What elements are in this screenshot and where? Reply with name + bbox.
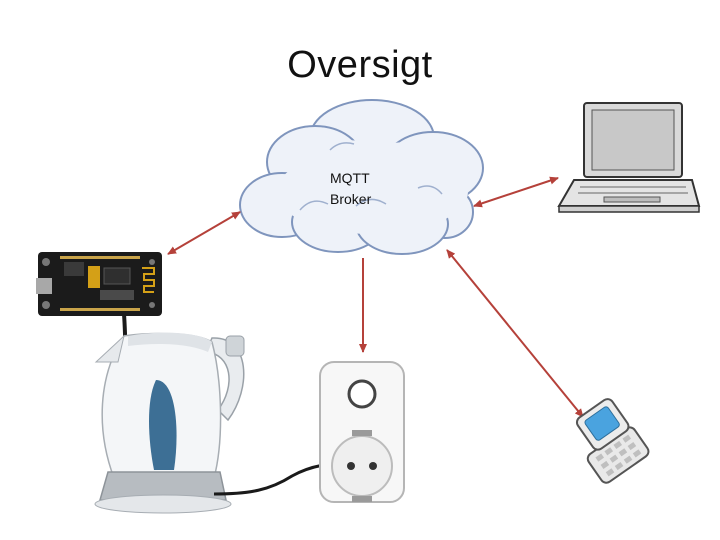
microcontroller-board-icon [36,252,162,316]
broker-label-line1: MQTT [330,170,370,186]
broker-label-line2: Broker [330,191,372,207]
arrow-broker-to-phone [446,249,584,418]
mqtt-broker-label: MQTT Broker [330,168,410,210]
connection-arrows [167,176,584,418]
kettle-icon [94,332,245,514]
smart-plug-icon [319,361,405,503]
arrow-broker-to-board [167,211,241,255]
cloud-icon [239,99,484,255]
laptop-icon [557,102,701,213]
slide-title: Oversigt [287,44,433,86]
flip-phone-icon [575,398,650,484]
arrow-broker-to-laptop [473,176,559,208]
